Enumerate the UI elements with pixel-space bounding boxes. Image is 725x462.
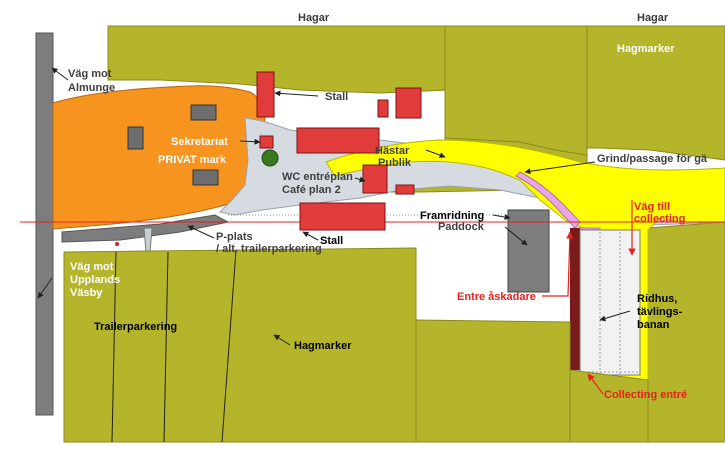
label-vag-upplands-1: Väg mot	[70, 261, 114, 273]
label-wc: WC entréplan	[282, 171, 353, 183]
label-vag-almunge-2: Almunge	[68, 82, 115, 94]
label-cafe: Café plan 2	[282, 184, 341, 196]
tree	[261, 149, 279, 167]
label-framridning: Framridning	[420, 210, 484, 222]
marker-dot	[115, 242, 119, 246]
buildings	[256, 71, 422, 231]
field-dividers	[111, 249, 237, 443]
ridhus-arena	[570, 228, 641, 376]
label-pplats-2: / alt. trailerparkering	[216, 243, 322, 255]
label-vag-collecting-2: collecting	[634, 213, 685, 225]
label-vag-upplands-2: Upplands	[70, 274, 120, 286]
label-hagmarker-bottom: Hagmarker	[294, 340, 352, 352]
red-leaders	[542, 200, 636, 395]
road-west	[35, 32, 54, 416]
label-grind: Grind/passage för gä	[597, 153, 708, 165]
label-ridhus-3: banan	[637, 319, 670, 331]
label-vag-almunge-1: Väg mot	[68, 68, 112, 80]
label-ridhus-2: tävlings-	[637, 306, 683, 318]
paddock	[507, 209, 550, 293]
label-pplats-1: P-plats	[216, 231, 253, 243]
label-vag-upplands-3: Väsby	[70, 287, 103, 299]
label-paddock: Paddock	[438, 221, 485, 233]
label-hagar-right: Hagar	[637, 12, 669, 24]
label-hastar: Hästar	[375, 145, 410, 157]
label-trailerparkering: Trailerparkering	[94, 321, 177, 333]
label-entre-askadare: Entre åskadare	[457, 291, 536, 303]
label-hagmarker-top: Hagmarker	[617, 43, 675, 55]
label-hagar-top: Hagar	[298, 12, 330, 24]
label-publik: Publik	[378, 157, 412, 169]
leader-lines	[37, 67, 631, 346]
label-vag-collecting-1: Väg till	[634, 201, 670, 213]
gate-post	[143, 227, 153, 253]
label-privat-mark: PRIVAT mark	[158, 154, 227, 166]
label-ridhus-1: Ridhus,	[637, 293, 677, 305]
label-stall-top: Stall	[325, 91, 348, 103]
label-stall-bottom: Stall	[320, 235, 343, 247]
label-collecting-entre: Collecting entré	[604, 389, 687, 401]
label-sekretariat: Sekretariat	[171, 136, 228, 148]
bottom-fields	[63, 247, 649, 443]
private-buildings	[127, 104, 219, 186]
